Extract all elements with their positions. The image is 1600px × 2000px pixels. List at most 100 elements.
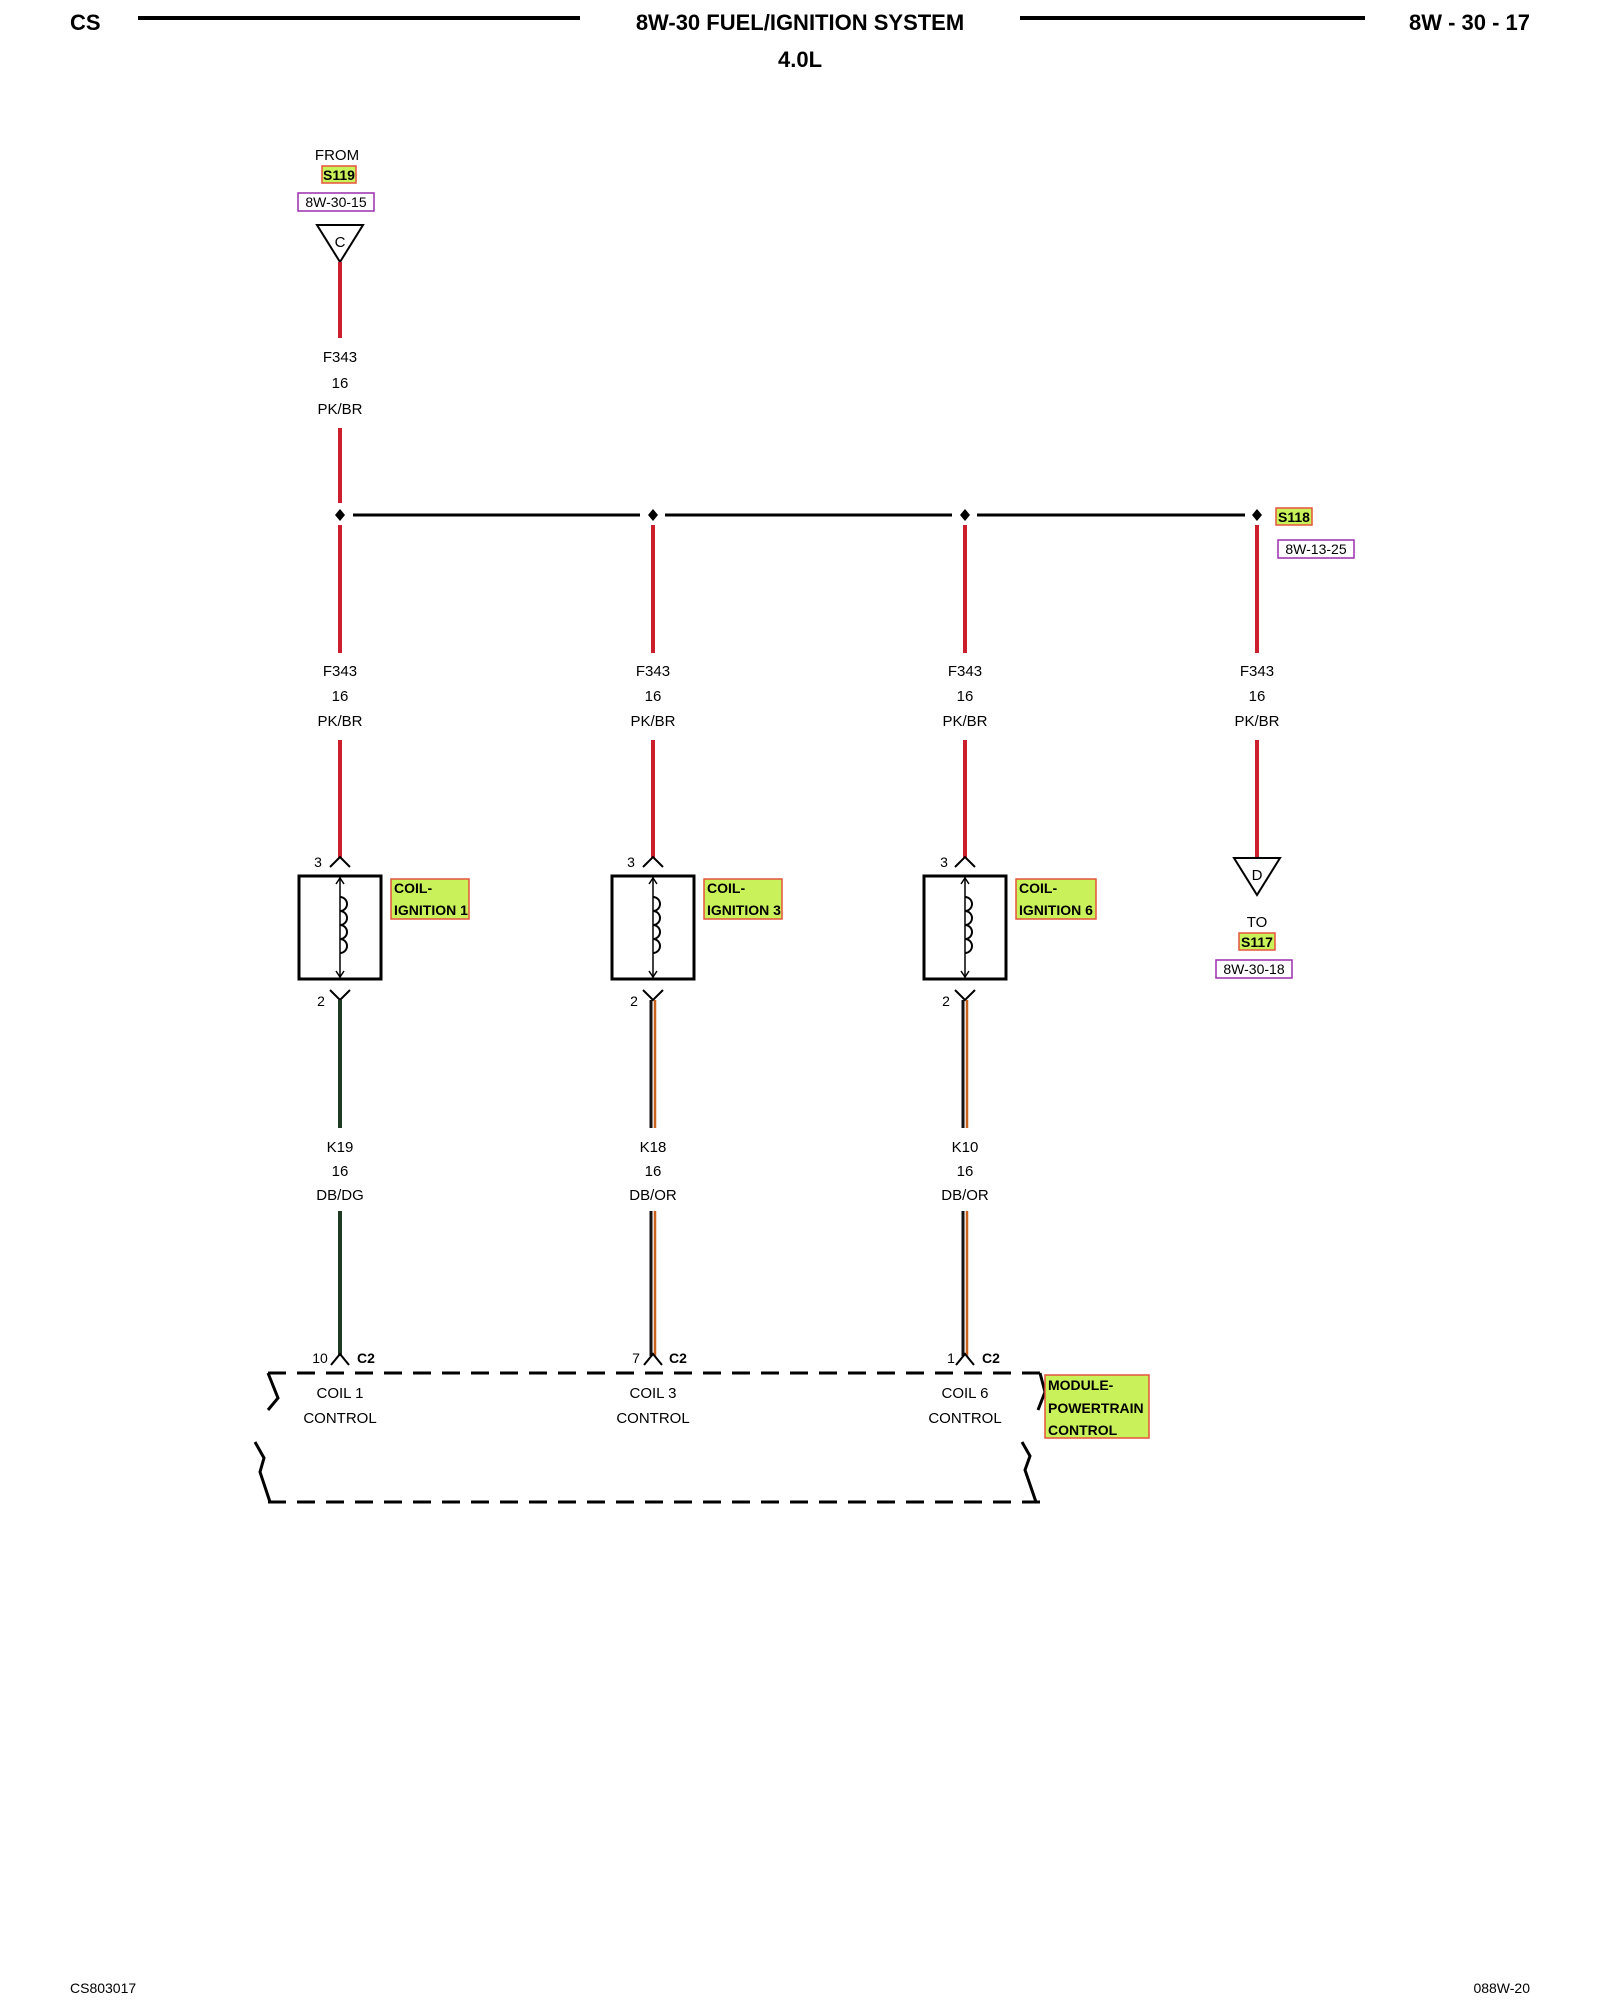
branch-coil-3: F343 16 PK/BR 3 COIL- IGNITION 3 2 K18 1… xyxy=(610,525,783,1427)
coil-3-bottom-terminal xyxy=(642,989,664,1002)
pcm-coil-1-control-label: CONTROL xyxy=(303,1410,376,1427)
pcm-outline-right-break-bottom xyxy=(1020,1441,1038,1503)
pcm-pin-1-number: 1 xyxy=(947,1350,955,1366)
feed-wire-circuit: F343 xyxy=(323,349,357,366)
coil-6-pin-bottom: 2 xyxy=(942,993,950,1009)
branch-2-feed-color: PK/BR xyxy=(630,713,675,730)
branch-2-control-circuit: K18 xyxy=(640,1139,667,1156)
branch-2-control-color: DB/OR xyxy=(629,1187,677,1204)
branch-1-feed-gauge: 16 xyxy=(332,688,349,705)
branch-3-control-color: DB/OR xyxy=(941,1187,989,1204)
coil-6-winding xyxy=(964,896,973,954)
coil-6-label-line1: COIL- xyxy=(1019,880,1057,896)
coil-3-label-highlight xyxy=(703,878,783,920)
pcm-label-highlight xyxy=(1044,1374,1150,1439)
coil-1-bottom-terminal xyxy=(329,989,351,1002)
ref-8w-30-15-link[interactable]: 8W-30-15 xyxy=(305,194,366,210)
branch-coil-1: F343 16 PK/BR 3 COIL- IGNITION 1 2 K19 1… xyxy=(297,525,470,1427)
coil-6-bottom-terminal xyxy=(954,989,976,1002)
coil-6-arrow-down xyxy=(960,970,970,979)
coil-3-arrow-down xyxy=(648,970,658,979)
pcm-coil-3-control-label: CONTROL xyxy=(616,1410,689,1427)
coil-1-arrow-up xyxy=(335,876,345,885)
pcm-outline-right-break-top xyxy=(1036,1372,1047,1411)
header-subtitle: 4.0L xyxy=(778,47,822,72)
branch-coil-6: F343 16 PK/BR 3 COIL- IGNITION 6 2 K10 1… xyxy=(922,525,1097,1427)
pcm-coil-6-label: COIL 6 xyxy=(942,1385,989,1402)
splice-s118-highlight xyxy=(1275,507,1313,526)
splice-node-3 xyxy=(960,509,970,521)
coil-3-top-terminal xyxy=(642,855,664,868)
pcm-coil-3-label: COIL 3 xyxy=(630,1385,677,1402)
coil-1-label-line2: IGNITION 1 xyxy=(394,902,468,918)
pcm-outline-left-break-bottom xyxy=(253,1441,272,1503)
coil-1-winding xyxy=(339,896,348,954)
branch-3-control-gauge: 16 xyxy=(957,1163,974,1180)
source-reference: FROM S119 8W-30-15 C xyxy=(297,147,375,264)
pcm-pin-7-connector: C2 xyxy=(669,1350,687,1366)
footer-figure-code: CS803017 xyxy=(70,1980,136,1996)
splice-s118-label: S118 xyxy=(1278,509,1310,525)
coil-6-arrow-up xyxy=(960,876,970,885)
pcm-pin-10-terminal xyxy=(330,1352,350,1366)
header-title: 8W-30 FUEL/IGNITION SYSTEM xyxy=(636,10,964,35)
branch-3-feed-circuit: F343 xyxy=(948,663,982,680)
feed-wire-color: PK/BR xyxy=(317,401,362,418)
coil-6-label-line2: IGNITION 6 xyxy=(1019,902,1093,918)
branch-1-control-circuit: K19 xyxy=(327,1139,354,1156)
splice-node-4 xyxy=(1252,509,1262,521)
to-label: TO xyxy=(1247,914,1268,931)
pcm-pin-10-number: 10 xyxy=(312,1350,328,1366)
ref-8w-13-25-link[interactable]: 8W-13-25 xyxy=(1285,541,1346,557)
coil-1-arrow-down xyxy=(335,970,345,979)
branch-1-control-gauge: 16 xyxy=(332,1163,349,1180)
connector-d-label: D xyxy=(1252,867,1263,884)
coil-1-pin-bottom: 2 xyxy=(317,993,325,1009)
splice-s117-highlight xyxy=(1238,932,1276,951)
pcm-label-line3: CONTROL xyxy=(1048,1422,1118,1438)
coil-1-pin-top: 3 xyxy=(314,854,322,870)
splice-s117-label: S117 xyxy=(1241,934,1273,950)
pcm-label-line1: MODULE- xyxy=(1048,1377,1114,1393)
from-label: FROM xyxy=(315,147,359,164)
exit-branch: F343 16 PK/BR D TO S117 8W-30-18 xyxy=(1215,525,1293,979)
pcm-pin-7-number: 7 xyxy=(632,1350,640,1366)
pcm-coil-6-control-label: CONTROL xyxy=(928,1410,1001,1427)
ref-8w-13-25-box xyxy=(1277,539,1355,559)
branch-2-control-gauge: 16 xyxy=(645,1163,662,1180)
page-footer: CS803017 088W-20 xyxy=(70,1980,1530,1996)
connector-c-label: C xyxy=(335,234,346,251)
header-section-code: CS xyxy=(70,10,101,35)
branch-2-feed-circuit: F343 xyxy=(636,663,670,680)
coil-6-top-terminal xyxy=(954,855,976,868)
ref-8w-30-18-link[interactable]: 8W-30-18 xyxy=(1223,961,1284,977)
coil-3-pin-top: 3 xyxy=(627,854,635,870)
branch-3-feed-gauge: 16 xyxy=(957,688,974,705)
exit-wire-color: PK/BR xyxy=(1234,713,1279,730)
pcm-outline-left-break-top xyxy=(266,1372,280,1411)
coil-3-winding xyxy=(652,896,661,954)
splice-node-2 xyxy=(648,509,658,521)
connector-c-symbol xyxy=(315,224,365,264)
exit-wire-gauge: 16 xyxy=(1249,688,1266,705)
coil-3-pin-bottom: 2 xyxy=(630,993,638,1009)
feed-wire-gauge: 16 xyxy=(332,375,349,392)
coil-6-pin-top: 3 xyxy=(940,854,948,870)
coil-3-arrow-up xyxy=(648,876,658,885)
pcm-module: MODULE- POWERTRAIN CONTROL xyxy=(253,1371,1150,1504)
footer-sheet-code: 088W-20 xyxy=(1473,1980,1530,1996)
coil-1-label-line1: COIL- xyxy=(394,880,432,896)
pcm-pin-1-terminal xyxy=(955,1352,975,1366)
ref-8w-30-18-box xyxy=(1215,959,1293,979)
ref-8w-30-15-box xyxy=(297,192,375,212)
coil-6-label-highlight xyxy=(1015,878,1097,920)
header-page-number: 8W - 30 - 17 xyxy=(1409,10,1530,35)
branch-3-feed-color: PK/BR xyxy=(942,713,987,730)
connector-d-symbol xyxy=(1232,857,1282,897)
coil-3-label-line2: IGNITION 3 xyxy=(707,902,781,918)
splice-s119-highlight xyxy=(321,165,357,184)
splice-bus: S118 8W-13-25 xyxy=(335,507,1355,559)
pcm-pin-1-connector: C2 xyxy=(982,1350,1000,1366)
pcm-label-line2: POWERTRAIN xyxy=(1048,1400,1144,1416)
branch-1-control-color: DB/DG xyxy=(316,1187,364,1204)
